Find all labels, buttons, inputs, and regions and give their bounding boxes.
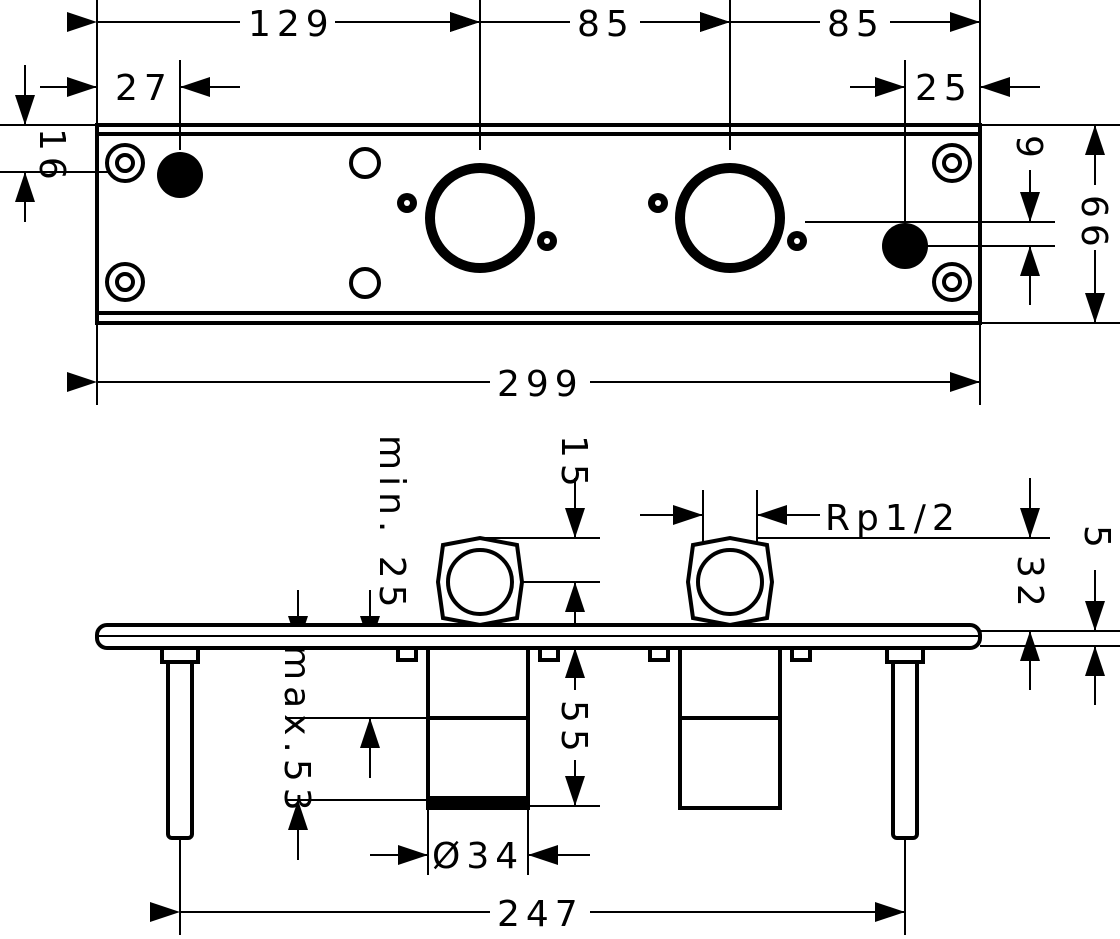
dim-27: 27 — [115, 68, 173, 109]
dim-15: 15 — [553, 435, 594, 493]
dim-129: 129 — [248, 4, 335, 45]
dim-85-a: 85 — [577, 4, 635, 45]
dim-max-53: max.53 — [276, 645, 317, 817]
side-assembly — [95, 535, 982, 840]
extension-lines-side — [179, 490, 1120, 935]
dim-9: 9 — [1008, 135, 1049, 164]
dim-16: 16 — [31, 128, 72, 186]
dim-diameter-34: Ø34 — [432, 836, 524, 877]
dim-85-b: 85 — [827, 4, 885, 45]
post-left — [166, 646, 194, 840]
dim-32: 32 — [1009, 555, 1050, 613]
dim-247: 247 — [497, 894, 584, 935]
post-right — [891, 646, 919, 840]
mounting-plate — [95, 123, 982, 325]
dim-66: 66 — [1073, 195, 1114, 253]
valve-body-1 — [396, 535, 560, 810]
dim-299: 299 — [497, 364, 584, 405]
top-view: 129 85 85 27 25 16 9 66 299 — [0, 0, 1120, 405]
side-view: min. 25 15 Rp1/2 5 32 max.53 55 Ø34 247 — [95, 435, 1120, 935]
dim-min-25: min. 25 — [371, 435, 412, 614]
valve-body-2 — [648, 535, 812, 810]
valve-opening-2 — [675, 163, 785, 273]
dim-5: 5 — [1076, 525, 1117, 554]
dim-rp-1-2: Rp1/2 — [825, 498, 961, 539]
extension-lines — [0, 0, 1120, 405]
dim-25: 25 — [915, 68, 973, 109]
dim-55: 55 — [553, 700, 594, 758]
mounting-holes — [105, 143, 972, 302]
valve-opening-1 — [425, 163, 535, 273]
